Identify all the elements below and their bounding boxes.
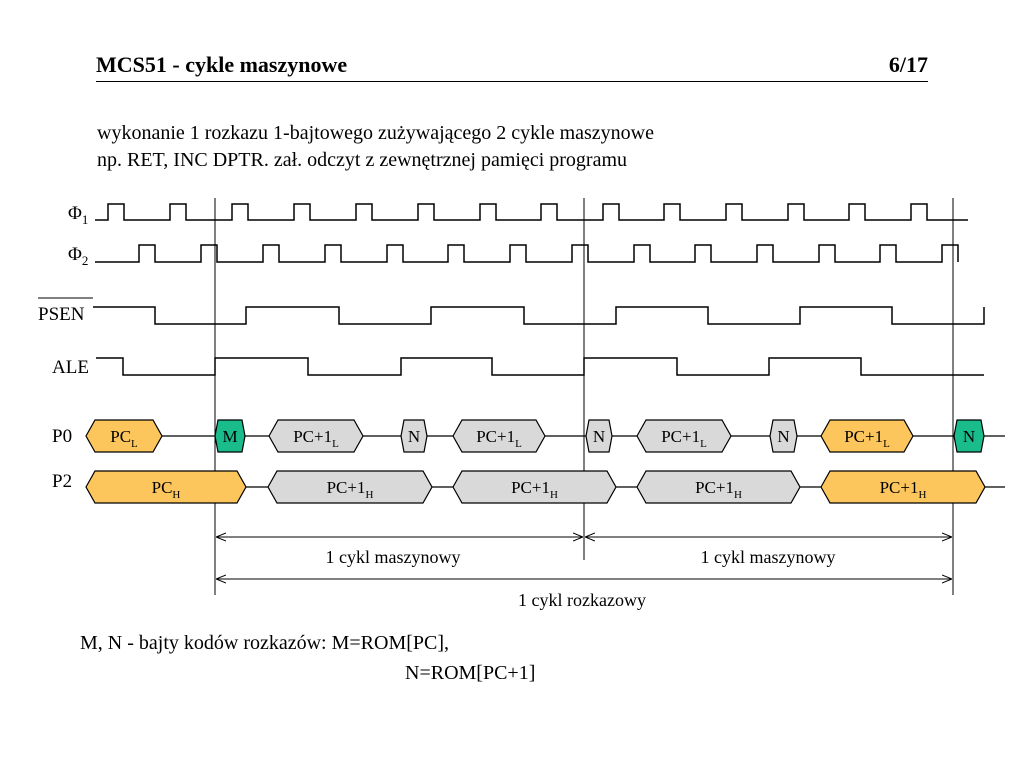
bus-value-label: PC+1L: [661, 427, 707, 450]
p0-label: P0: [52, 426, 72, 447]
bus-value-cell: [452, 470, 617, 504]
phi2-waveform: [95, 244, 959, 263]
bus-value-cell: [820, 470, 986, 504]
bus-value-label: M: [222, 427, 237, 446]
phi2-label: Φ2: [68, 244, 88, 268]
p2-bus: PCH PC+1H PC+1H PC+1H PC+1H: [85, 470, 1005, 504]
footnote-line-1: M, N - bajty kodów rozkazów: M=ROM[PC],: [80, 632, 450, 654]
phi1-waveform: [95, 203, 968, 221]
bus-value-label: PC+1H: [695, 478, 742, 501]
bus-value-label: PCH: [152, 478, 181, 501]
phi1-label: Φ1: [68, 203, 88, 227]
bus-value-label: N: [593, 427, 605, 446]
ale-waveform: [96, 357, 984, 376]
bus-value-label: N: [777, 427, 789, 446]
bus-value-label: PC+1H: [511, 478, 558, 501]
bus-value-cell: [769, 419, 798, 453]
bus-value-cell: [85, 470, 247, 504]
bus-value-cell: [953, 419, 985, 453]
page-number: 6/17: [888, 52, 928, 77]
description-line-1: wykonanie 1 rozkazu 1-bajtowego zużywają…: [97, 122, 655, 144]
bus-value-cell: [636, 419, 732, 453]
bus-value-label: PC+1L: [844, 427, 890, 450]
machine-cycle-1-label: 1 cykl maszynowy: [326, 547, 461, 567]
bus-value-cell: [85, 419, 163, 453]
bus-value-cell: [214, 419, 246, 453]
instruction-cycle-label: 1 cykl rozkazowy: [518, 590, 646, 610]
bus-value-cell: [267, 470, 433, 504]
p0-bus: PCL M PC+1L N PC+1L N PC+1L N PC+1L N: [85, 419, 1005, 453]
bus-value-cell: [585, 419, 613, 453]
bus-value-label: PC+1H: [880, 478, 927, 501]
bus-value-label: PC+1H: [327, 478, 374, 501]
bus-value-label: PCL: [110, 427, 138, 450]
machine-cycle-2-label: 1 cykl maszynowy: [701, 547, 836, 567]
bus-value-label: N: [408, 427, 420, 446]
description: wykonanie 1 rozkazu 1-bajtowego zużywają…: [97, 120, 654, 174]
footnote-line-2: N=ROM[PC+1]: [405, 662, 536, 684]
ale-label: ALE: [52, 357, 89, 378]
psen-waveform: [93, 306, 985, 325]
bus-value-cell: [400, 419, 428, 453]
page-title: MCS51 - cykle maszynowe: [96, 52, 348, 77]
bus-value-label: N: [963, 427, 975, 446]
bus-value-label: PC+1L: [293, 427, 339, 450]
bus-value-label: PC+1L: [476, 427, 522, 450]
description-line-2: np. RET, INC DPTR. zał. odczyt z zewnętr…: [97, 149, 628, 171]
p2-label: P2: [52, 471, 72, 492]
bus-value-cell: [268, 419, 364, 453]
bus-value-cell: [636, 470, 801, 504]
bus-value-cell: [452, 419, 546, 453]
psen-label: PSEN: [38, 304, 85, 325]
bus-value-cell: [820, 419, 914, 453]
slide-title: MCS51 - cykle maszynowe 6/17: [96, 52, 928, 82]
